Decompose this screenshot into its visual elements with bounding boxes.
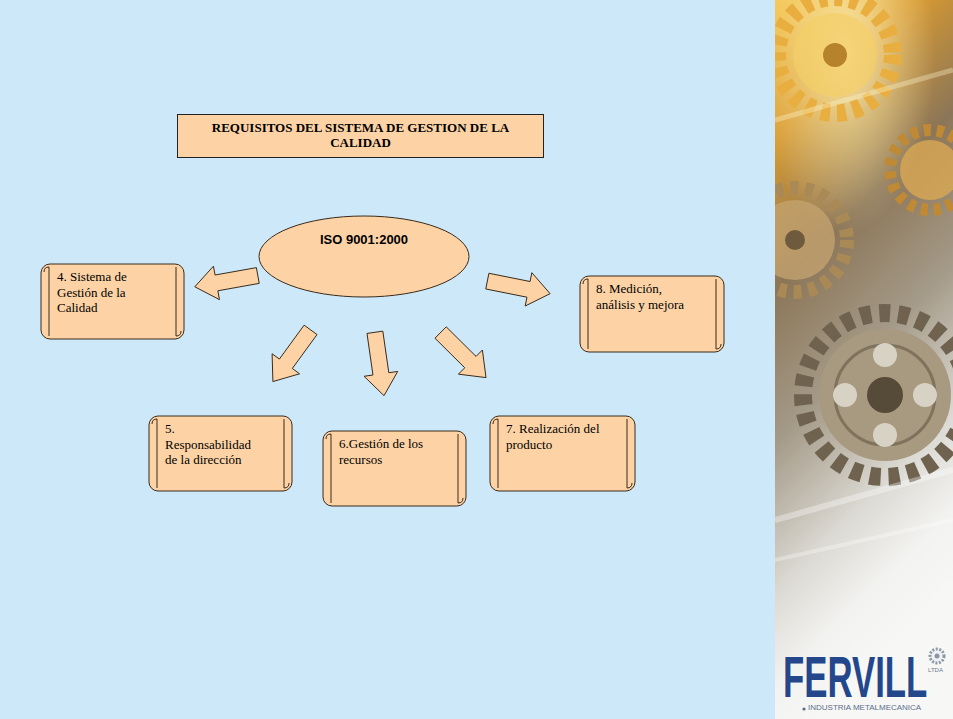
node-text: 7. Realización del producto <box>506 421 606 452</box>
logo-tagline: INDUSTRIA METALMECANICA <box>808 704 921 713</box>
requirement-scroll: 6.Gestión de los recursos <box>322 430 467 507</box>
node-text: ISO 9001:2000 <box>278 232 450 248</box>
gear-hub <box>785 230 805 250</box>
light-streak <box>775 470 953 520</box>
logo-bullet <box>802 707 805 710</box>
scroll-curl <box>44 267 181 336</box>
ellipse-shape <box>259 216 469 297</box>
gear-hole <box>873 343 897 367</box>
gear-teeth <box>803 313 953 477</box>
gear-hole <box>873 423 897 447</box>
block-arrow <box>435 327 486 378</box>
block-arrow <box>486 273 550 306</box>
node-text: 4. Sistema de Gestión de la Calidad <box>57 269 155 316</box>
gear-hole <box>833 383 857 407</box>
requirement-scroll: 8. Medición, análisis y mejora <box>579 275 725 353</box>
gear-body <box>793 13 877 97</box>
requirement-scroll: 5. Responsabilidad de la dirección <box>148 415 293 492</box>
requirement-scroll: 4. Sistema de Gestión de la Calidad <box>40 263 185 340</box>
gear-teeth <box>890 130 953 210</box>
scroll-shape <box>41 264 184 339</box>
title-box: REQUISITOS DEL SISTEMA DE GESTION DE LA … <box>177 114 544 158</box>
title-text: REQUISITOS DEL SISTEMA DE GESTION DE LA … <box>190 121 531 151</box>
logo-gear-hub <box>935 654 940 659</box>
scroll-curl <box>326 434 463 503</box>
scroll-shape <box>490 416 635 491</box>
gear-hole <box>913 383 937 407</box>
light-streak <box>775 520 953 560</box>
node-text: 6.Gestión de los recursos <box>339 436 437 467</box>
scroll-shape <box>580 276 724 352</box>
block-arrow <box>364 331 398 395</box>
gear-teeth <box>777 0 893 113</box>
light-streak <box>775 70 953 120</box>
standard-ellipse: ISO 9001:2000 <box>258 215 470 298</box>
block-arrow <box>272 325 317 381</box>
gear-teeth <box>775 188 847 292</box>
logo-gear <box>930 649 944 663</box>
scroll-shape <box>323 431 466 506</box>
block-arrow <box>195 266 259 299</box>
node-text: 8. Medición, análisis y mejora <box>596 281 695 312</box>
scroll-curl <box>493 419 632 488</box>
gear-hub <box>867 377 903 413</box>
logo-suffix: LTDA <box>928 667 943 673</box>
scroll-curl <box>583 279 721 349</box>
logo-wordmark: FERVILL <box>783 648 927 706</box>
gear-body <box>819 329 951 461</box>
gear-hub <box>823 43 847 67</box>
gear-strip <box>775 0 953 719</box>
node-text: 5. Responsabilidad de la dirección <box>165 421 263 468</box>
requirement-scroll: 7. Realización del producto <box>489 415 636 492</box>
scroll-curl <box>152 419 289 488</box>
node-outline <box>258 215 470 298</box>
scroll-shape <box>149 416 292 491</box>
gear-body <box>775 200 835 280</box>
gear-body <box>900 140 953 200</box>
